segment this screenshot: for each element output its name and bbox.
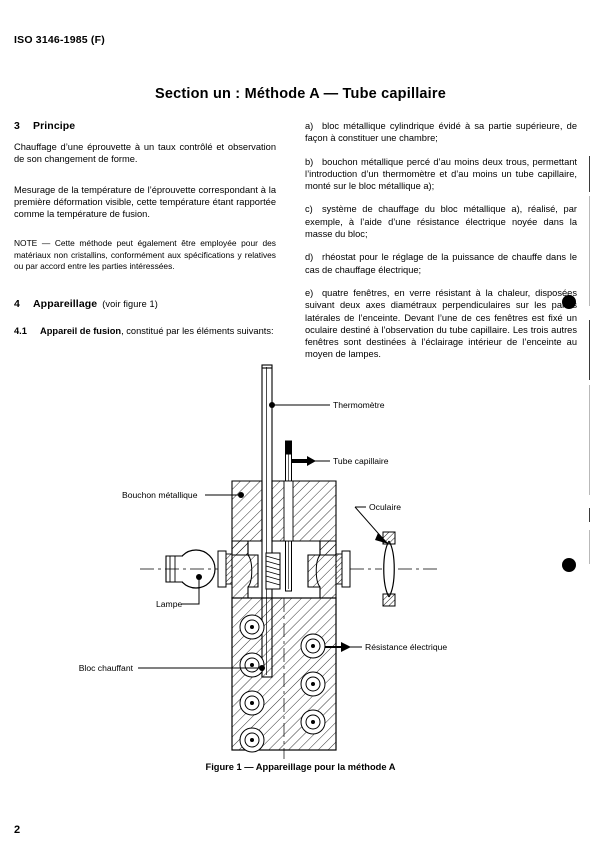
heading-4-title: Appareillage [33, 297, 98, 310]
list-item-marker: a) [305, 121, 314, 131]
list-item-marker: e) [305, 287, 314, 298]
scan-artifact-margin-line [589, 156, 590, 192]
resistance-coils-right [300, 633, 326, 735]
list-item: c)système de chauffage du bloc métalliqu… [305, 203, 577, 240]
list-item-marker: b) [305, 156, 314, 167]
apparatus-svg: Thermomètre Tube capillaire Bouchon méta… [79, 364, 447, 759]
document-header-standard-ref: ISO 3146-1985 (F) [14, 34, 105, 46]
resistance-coils-left [239, 614, 265, 753]
page-number: 2 [14, 824, 21, 836]
eyepiece-leader-line [354, 506, 389, 544]
list-item: a)bloc métallique cylindrique évidé à sa… [305, 120, 577, 145]
section-title: Section un : Méthode A — Tube capillaire [154, 86, 447, 102]
heading-4-1-appareil-de-fusion: 4.1 Appareil de fusion, constitué par les… [14, 326, 276, 336]
heading-4-appareillage: 4 Appareillage (voir figure 1) [14, 298, 276, 310]
figure-caption: Figure 1 — Appareillage pour la méthode … [205, 762, 396, 772]
lamp-leader-line [182, 574, 202, 605]
spacer [14, 284, 276, 298]
scan-artifact-margin-line [589, 508, 590, 522]
heading-4-number: 4 [14, 297, 20, 310]
figure-label-tube-capillaire: Tube capillaire [333, 456, 389, 466]
heading-4-suffix: (voir figure 1) [102, 298, 158, 309]
list-item: d)rhéostat pour le réglage de la puissan… [305, 251, 577, 276]
heading-3-title: Principe [33, 120, 76, 132]
left-text-column: 3 Principe Chauffage d’une éprouvette à u… [14, 120, 276, 344]
scan-artifact-margin-line [589, 320, 590, 380]
chamber-body [217, 540, 351, 599]
heating-block [231, 597, 337, 759]
principe-note: NOTE — Cette méthode peut également être… [14, 238, 276, 272]
principe-paragraph-1: Chauffage d’une éprouvette à un taux con… [14, 142, 276, 165]
list-item-text: bouchon métallique percé d’au moins deux… [305, 156, 577, 192]
figure-label-resistance-electrique: Résistance électrique [365, 642, 447, 652]
figure-label-bloc-chauffant: Bloc chauffant [79, 663, 134, 673]
heading-3-principe: 3 Principe [14, 120, 276, 132]
scan-artifact-dot [562, 558, 576, 572]
list-item-text: rhéostat pour le réglage de la puissance… [305, 252, 577, 275]
figure-label-lampe: Lampe [156, 599, 182, 609]
list-item-text: quatre fenêtres, en verre résistant à la… [305, 287, 577, 360]
spacer [14, 177, 276, 184]
heading-4-1-text: , constitué par les éléments suivants: [121, 325, 274, 336]
list-item-text: bloc métallique cylindrique évidé à sa p… [305, 121, 577, 144]
thermometer-leader-line [269, 402, 330, 408]
spacer [14, 231, 276, 238]
lamp [140, 549, 440, 589]
figure-label-thermometre: Thermomètre [333, 400, 385, 410]
scan-artifact-margin-line [589, 385, 590, 495]
right-text-column: a)bloc métallique cylindrique évidé à sa… [305, 120, 577, 372]
scan-artifact-margin-line [589, 530, 590, 564]
list-item: e)quatre fenêtres, en verre résistant à … [305, 287, 577, 361]
principe-paragraph-2: Mesurage de la température de l’éprouvet… [14, 184, 276, 220]
resistance-leader-line [325, 642, 362, 652]
heading-4-1-title: Appareil de fusion [40, 325, 122, 336]
heating-block-leader-line [138, 665, 265, 671]
figure-label-oculaire: Oculaire [369, 502, 401, 512]
list-item-marker: c) [305, 204, 313, 215]
capillary-leader-line [291, 456, 330, 466]
specimen-coil [265, 552, 281, 590]
spacer [14, 319, 276, 326]
eyepiece-lens [382, 531, 396, 607]
scan-artifact-margin-line [589, 196, 590, 306]
list-item-text: système de chauffage du bloc métallique … [305, 204, 577, 240]
figure-label-bouchon-metallique: Bouchon métallique [122, 490, 198, 500]
heading-4-1-number: 4.1 [14, 325, 27, 336]
stopper-leader-line [205, 492, 244, 498]
scan-artifact-dot [562, 295, 576, 309]
list-item: b)bouchon métallique percé d’au moins de… [305, 156, 577, 193]
figure-1-apparatus-diagram: Thermomètre Tube capillaire Bouchon méta… [0, 355, 601, 765]
heading-3-number: 3 [14, 120, 20, 132]
list-item-marker: d) [305, 252, 314, 263]
